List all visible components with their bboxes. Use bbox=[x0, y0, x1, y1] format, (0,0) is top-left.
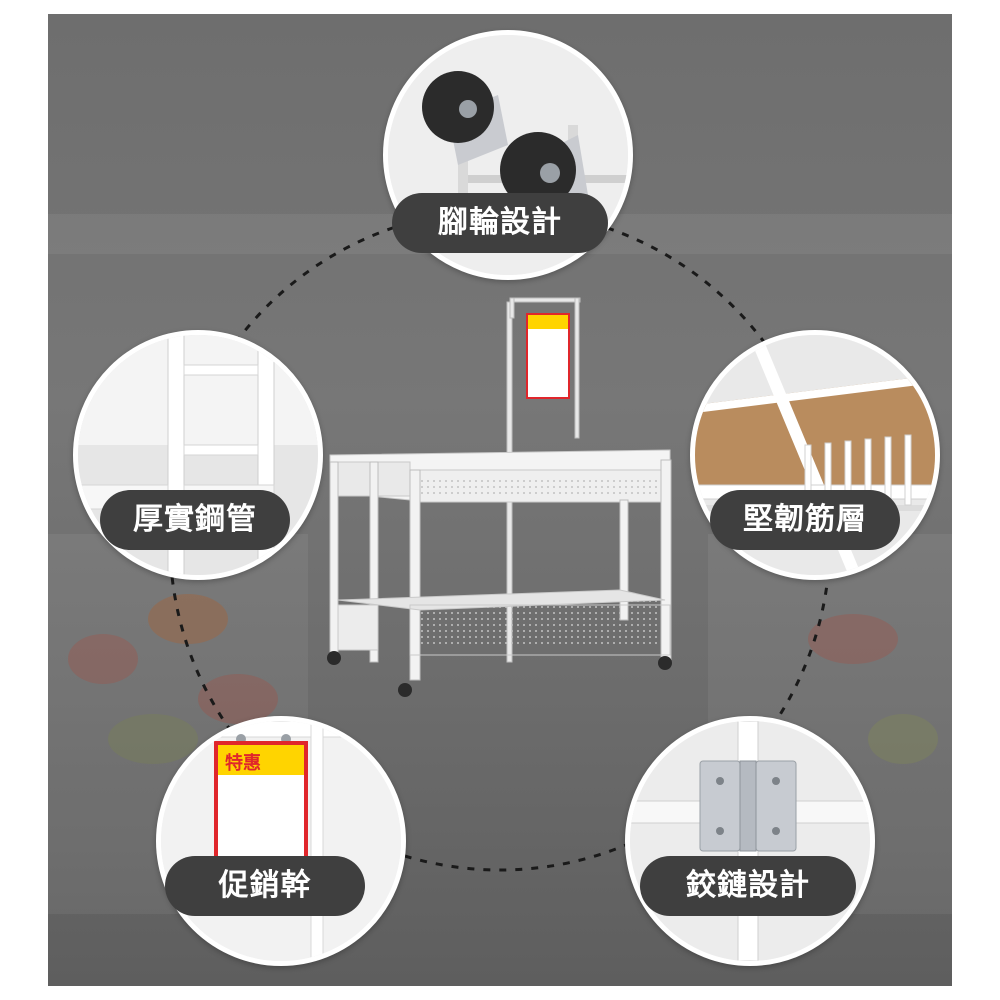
display-cart bbox=[327, 297, 672, 697]
feature-promo-stand: 特惠 bbox=[156, 716, 406, 966]
label-shelf: 堅韌筋層 bbox=[710, 490, 900, 550]
promo-sign-icon: 特惠 bbox=[161, 721, 401, 961]
label-casters: 腳輪設計 bbox=[392, 193, 608, 253]
label-promo-stand: 促銷幹 bbox=[165, 856, 365, 916]
label-steel-tube: 厚實鋼管 bbox=[100, 490, 290, 550]
promo-sign-tag: 特惠 bbox=[225, 752, 261, 774]
bg-produce bbox=[68, 634, 138, 684]
label-hinge: 鉸鏈設計 bbox=[640, 856, 856, 916]
feature-hinge bbox=[625, 716, 875, 966]
bg-produce bbox=[808, 614, 898, 664]
bg-produce bbox=[148, 594, 228, 644]
hinge-icon bbox=[630, 721, 870, 961]
bg-produce bbox=[868, 714, 938, 764]
